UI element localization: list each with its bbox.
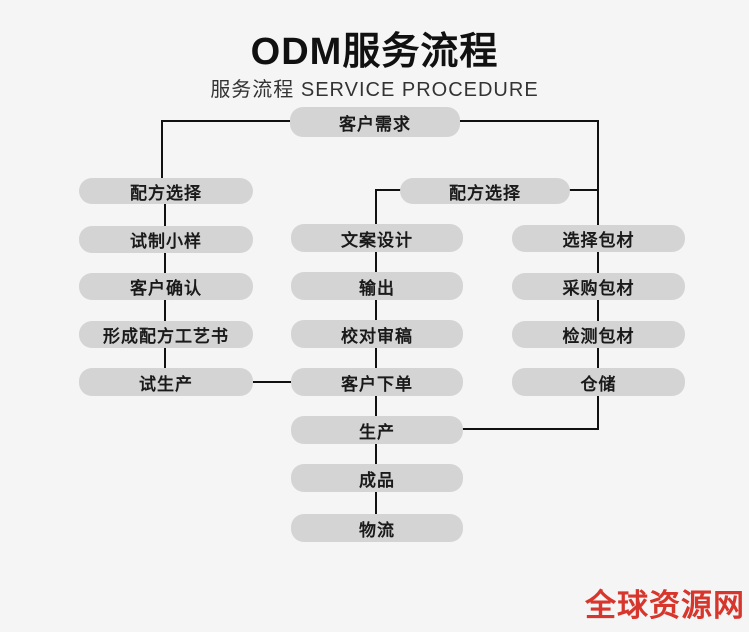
connector-left-1 <box>164 203 166 226</box>
connector-left-2 <box>164 252 166 273</box>
watermark-site-logo: 全球资源网 <box>585 588 745 623</box>
connector-mid-4 <box>375 395 377 416</box>
node-formula-process-book: 形成配方工艺书 <box>79 321 253 348</box>
node-choose-packaging: 选择包材 <box>512 225 685 252</box>
node-formula-selection-right: 配方选择 <box>400 178 570 204</box>
connector-warehouse-to-production <box>462 428 599 430</box>
connector-formula-right-to-copy-drop <box>375 189 377 225</box>
connector-left-4 <box>164 347 166 368</box>
node-finished-product: 成品 <box>291 464 463 492</box>
connector-right-1 <box>597 251 599 273</box>
node-trial-sample: 试制小样 <box>79 226 253 253</box>
page-subtitle: 服务流程 SERVICE PROCEDURE <box>210 79 539 101</box>
node-customer-order: 客户下单 <box>291 368 463 396</box>
node-warehousing: 仓储 <box>512 368 685 396</box>
connector-demand-to-right-drop <box>597 120 599 225</box>
node-formula-selection-left: 配方选择 <box>79 178 253 204</box>
node-purchase-packaging: 采购包材 <box>512 273 685 300</box>
connector-left-3 <box>164 299 166 321</box>
connector-demand-to-left-drop <box>161 120 163 178</box>
connector-mid-3 <box>375 347 377 368</box>
node-production: 生产 <box>291 416 463 444</box>
node-copy-design: 文案设计 <box>291 224 463 252</box>
node-customer-confirm: 客户确认 <box>79 273 253 300</box>
connector-formula-right-to-copy <box>375 189 402 191</box>
connector-mid-5 <box>375 443 377 464</box>
connector-demand-to-left <box>162 120 291 122</box>
connector-demand-to-right <box>458 120 599 122</box>
connector-right-3 <box>597 347 599 368</box>
node-trial-production: 试生产 <box>79 368 253 396</box>
connector-warehouse-drop <box>597 395 599 430</box>
connector-mid-2 <box>375 299 377 320</box>
connector-trialprod-to-order <box>252 381 292 383</box>
node-output: 输出 <box>291 272 463 300</box>
node-customer-demand: 客户需求 <box>290 107 460 137</box>
page-title: ODM服务流程 <box>250 31 499 73</box>
connector-right-2 <box>597 299 599 321</box>
node-logistics: 物流 <box>291 514 463 542</box>
connector-mid-6 <box>375 491 377 514</box>
connector-mid-1 <box>375 251 377 272</box>
node-inspect-packaging: 检测包材 <box>512 321 685 348</box>
node-proofread: 校对审稿 <box>291 320 463 348</box>
connector-formula-right-tap <box>569 189 599 191</box>
